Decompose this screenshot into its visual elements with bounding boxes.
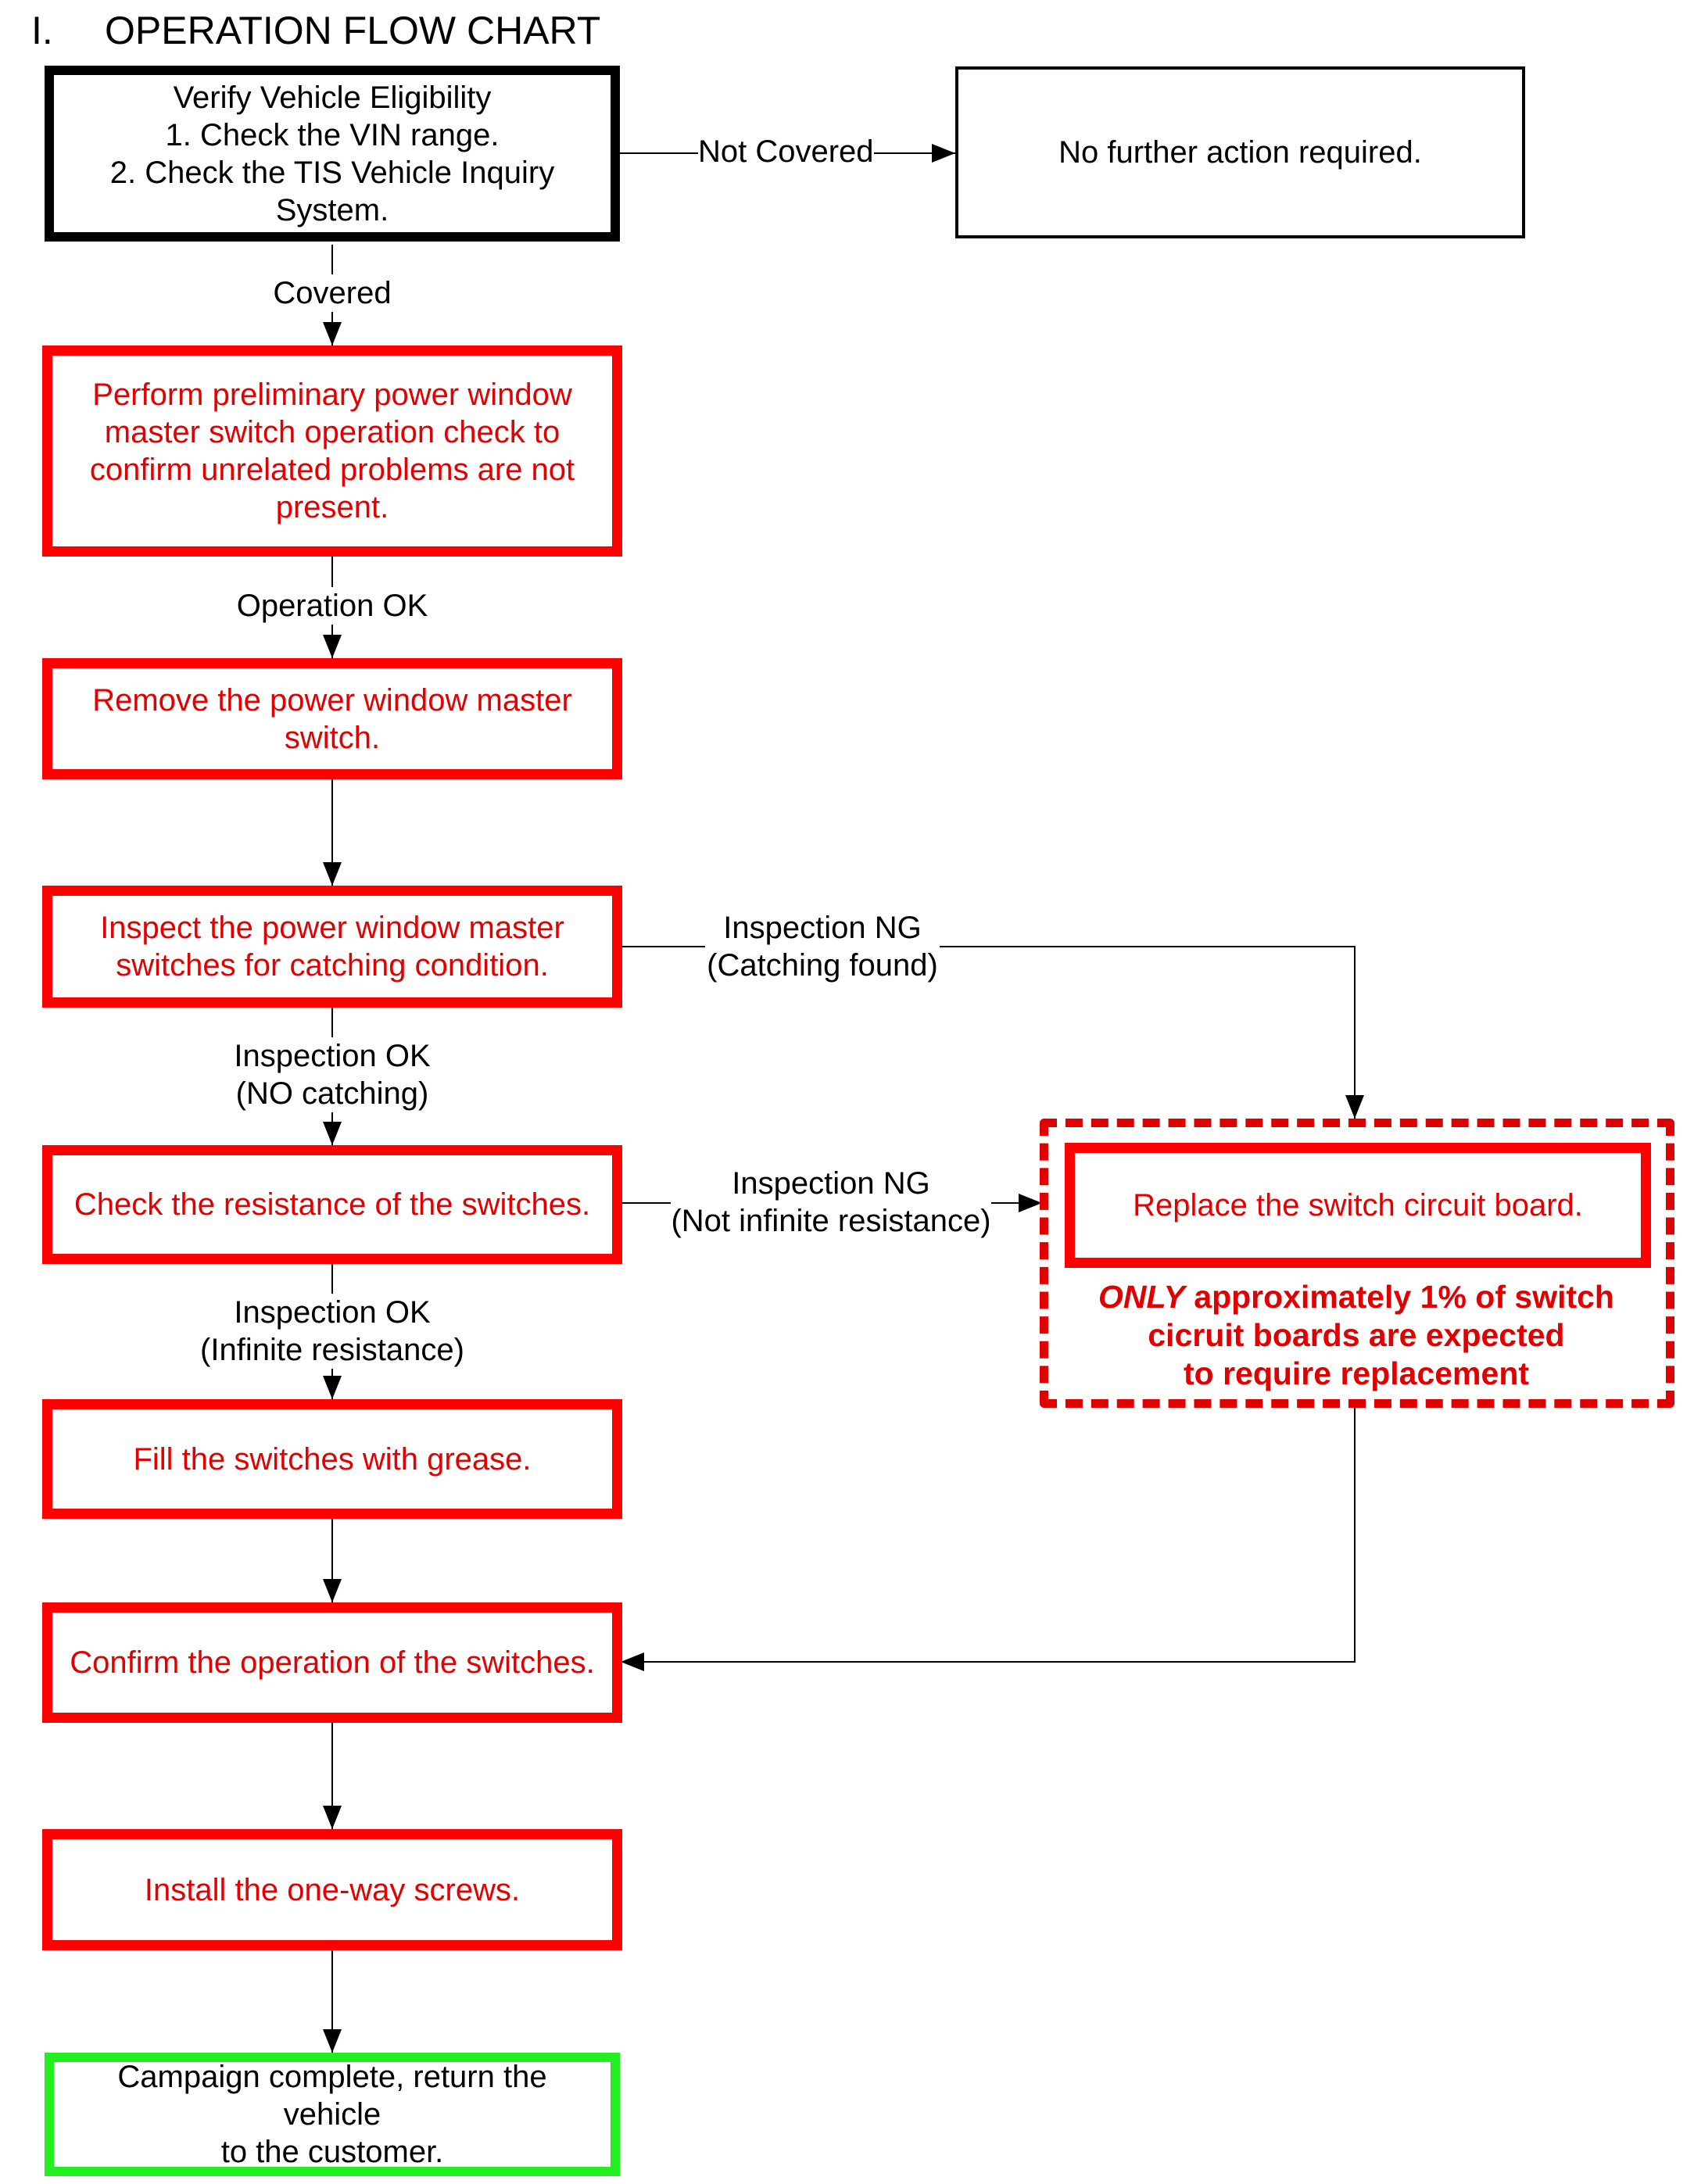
label-operation-ok: Operation OK [215,587,449,625]
label-ok-catching-line-1: Inspection OK [234,1039,431,1073]
inspect-line-2: switches for catching condition. [116,948,549,983]
fill-grease-text: Fill the switches with grease. [133,1441,532,1477]
label-ok-catching-line-2: (NO catching) [235,1076,429,1111]
inspect-line-1: Inspect the power window master [100,911,564,945]
preliminary-line-1: Perform preliminary power window [92,378,572,412]
label-covered-text: Covered [273,276,392,310]
verify-step-2: 2. Check the TIS Vehicle Inquiry [109,155,555,190]
note-line-3: to require replacement [1183,1355,1530,1391]
label-ng-resistance-line-2: (Not infinite resistance) [671,1204,991,1238]
complete-line-2: to the customer. [220,2135,444,2169]
confirm-operation-box: Confirm the operation of the switches. [42,1602,622,1723]
verify-title: Verify Vehicle Eligibility [173,80,492,115]
label-ng-resistance-line-1: Inspection NG [732,1166,930,1201]
label-covered: Covered [254,274,410,312]
preliminary-check-box: Perform preliminary power window master … [42,346,622,557]
preliminary-line-2: master switch operation check to [104,415,560,449]
replace-board-text: Replace the switch circuit board. [1133,1188,1583,1223]
remove-switch-box: Remove the power window master switch. [42,658,622,779]
campaign-complete-box: Campaign complete, return the vehicle to… [45,2053,620,2176]
complete-line-1: Campaign complete, return the vehicle [117,2060,547,2132]
install-screws-text: Install the one-way screws. [144,1872,521,1907]
remove-line-2: switch. [284,720,381,755]
check-resistance-box: Check the resistance of the switches. [42,1145,622,1264]
replace-board-box: Replace the switch circuit board. [1065,1143,1651,1268]
remove-line-1: Remove the power window master [92,682,572,718]
label-inspection-ng-resistance: Inspection NG (Not infinite resistance) [671,1165,991,1240]
confirm-operation-text: Confirm the operation of the switches. [70,1645,595,1680]
no-action-box: No further action required. [955,66,1525,238]
replacement-note: ONLY approximately 1% of switch cicruit … [1055,1278,1657,1393]
preliminary-line-3: confirm unrelated problems are not [89,453,575,487]
note-emphasis: ONLY [1098,1279,1185,1315]
note-line-1-rest: approximately 1% of switch [1184,1279,1614,1315]
edge-replace-to-confirm [621,1405,1356,1671]
inspect-switches-box: Inspect the power window master switches… [42,886,622,1008]
label-ok-infinite-line-1: Inspection OK [234,1295,431,1330]
note-line-1: ONLY approximately 1% of switch [1055,1278,1657,1316]
label-ng-catching-line-1: Inspection NG [723,911,922,945]
check-resistance-text: Check the resistance of the switches. [73,1187,591,1222]
label-inspection-ok-no-catching: Inspection OK (NO catching) [207,1037,457,1112]
no-action-text: No further action required. [1058,135,1422,170]
verify-step-2-cont: System. [275,192,389,227]
section-number: I. [31,9,53,52]
replacement-group [1040,1119,1674,1408]
label-ok-infinite-line-2: (Infinite resistance) [200,1333,464,1367]
label-not-covered: Not Covered [698,133,874,170]
label-inspection-ok-infinite: Inspection OK (Infinite resistance) [192,1294,473,1369]
verify-step-1: 1. Check the VIN range. [165,117,500,152]
install-screws-box: Install the one-way screws. [42,1829,622,1950]
label-ng-catching-line-2: (Catching found) [707,948,938,983]
fill-grease-box: Fill the switches with grease. [42,1399,622,1519]
label-inspection-ng-catching: Inspection NG (Catching found) [705,909,940,984]
verify-eligibility-box: Verify Vehicle Eligibility 1. Check the … [45,66,620,242]
page-title: OPERATION FLOW CHART [105,9,601,52]
note-line-2: cicruit boards are expected [1148,1317,1565,1353]
label-operation-ok-text: Operation OK [236,589,428,623]
preliminary-line-4: present. [275,490,389,525]
label-not-covered-text: Not Covered [698,134,874,169]
